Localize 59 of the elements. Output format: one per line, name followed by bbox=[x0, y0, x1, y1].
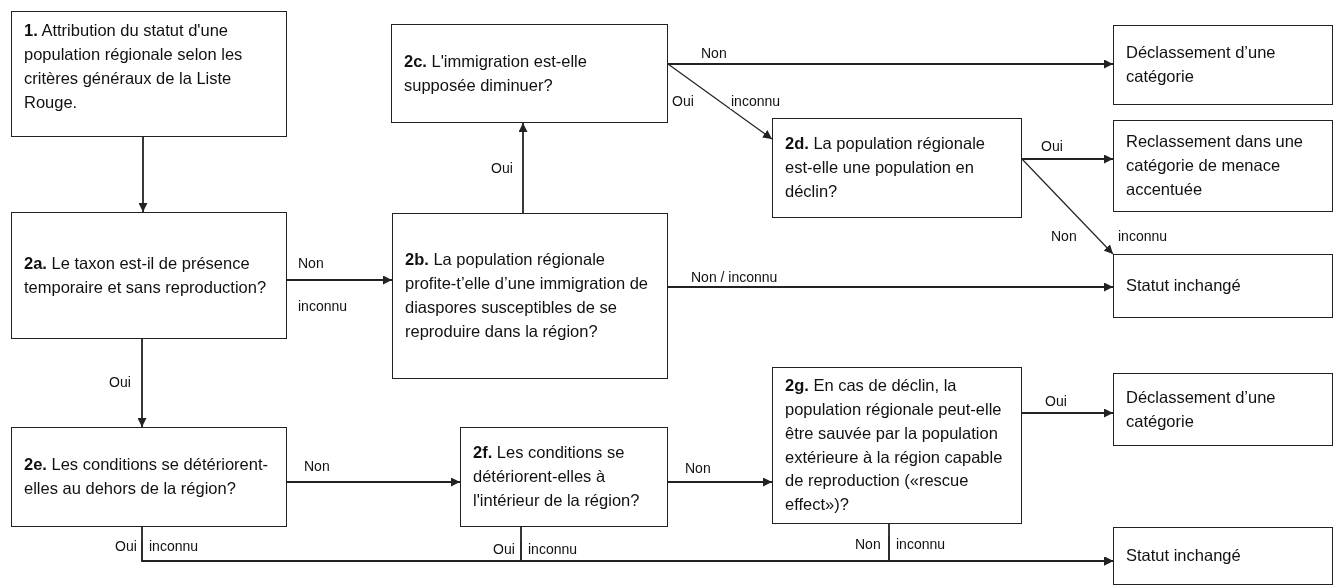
process-box bbox=[1113, 25, 1333, 105]
process-box bbox=[1113, 120, 1333, 212]
box-text: 2c. L'immigration est-elle supposée diminuer? bbox=[404, 50, 588, 96]
edge-label: Oui bbox=[671, 93, 695, 109]
edge-label: Oui bbox=[108, 374, 132, 390]
box-text: Statut inchangé bbox=[1126, 545, 1242, 567]
box-text: 2d. La population régionale est-elle une population en déclin? bbox=[785, 133, 986, 202]
process-box bbox=[11, 11, 287, 137]
process-box bbox=[460, 427, 668, 527]
box-text: Déclassement d’une catégorie bbox=[1126, 386, 1277, 432]
arrow bbox=[888, 523, 1114, 566]
process-box bbox=[1113, 373, 1333, 446]
edge-label: Oui bbox=[1040, 138, 1064, 154]
edge-label: Non bbox=[303, 458, 331, 474]
edge-label: Non / inconnu bbox=[690, 269, 779, 285]
arrow bbox=[1021, 158, 1114, 255]
branch-label: inconnu bbox=[148, 538, 200, 554]
arrow bbox=[667, 63, 773, 140]
edge-label: Non bbox=[854, 536, 882, 552]
box-text: 2e. Les conditions se détériorent-elles au dehors de la région? bbox=[24, 454, 269, 499]
branch-label: inconnu bbox=[297, 298, 349, 314]
edge-label: Oui bbox=[490, 160, 514, 176]
arrow bbox=[667, 59, 1114, 69]
process-box bbox=[772, 367, 1022, 524]
process-box bbox=[772, 118, 1022, 218]
process-box bbox=[392, 213, 668, 379]
edge-label: Oui bbox=[114, 538, 138, 554]
box-text: Déclassement d’une catégorie bbox=[1126, 42, 1277, 87]
edge-label: Oui bbox=[492, 541, 516, 557]
edge-label: Non bbox=[684, 460, 712, 476]
arrow bbox=[286, 477, 461, 487]
process-box bbox=[1113, 527, 1333, 585]
arrow bbox=[1021, 408, 1114, 418]
process-box bbox=[1113, 254, 1333, 318]
arrow bbox=[518, 122, 528, 214]
arrow bbox=[138, 136, 148, 213]
process-box bbox=[11, 212, 287, 339]
arrow bbox=[667, 282, 1114, 292]
process-box bbox=[391, 24, 668, 123]
arrow bbox=[286, 275, 393, 285]
box-text: 2b. La population régionale profite-t’elle d’une immigration de diaspores susceptibles de se reproduire dans la région? bbox=[405, 249, 650, 342]
edge-label: Non bbox=[700, 45, 728, 61]
branch-label: inconnu bbox=[895, 536, 947, 552]
box-text: Reclassement dans une catégorie de menace accentuée bbox=[1126, 131, 1305, 200]
branch-label: inconnu bbox=[730, 93, 782, 109]
box-text: 2f. Les conditions se détériorent-elles à l'intérieur de la région? bbox=[473, 442, 641, 511]
arrow bbox=[1021, 154, 1114, 164]
process-box bbox=[11, 427, 287, 527]
box-text: Statut inchangé bbox=[1126, 275, 1242, 297]
arrow bbox=[667, 477, 773, 487]
edge-label: Oui bbox=[1044, 393, 1068, 409]
branch-label: inconnu bbox=[527, 541, 579, 557]
edge-label: Non bbox=[297, 255, 325, 271]
box-text: 2a. Le taxon est-il de présence temporaire et sans reproduction? bbox=[24, 252, 268, 298]
branch-label: inconnu bbox=[1117, 228, 1169, 244]
arrow bbox=[137, 338, 147, 428]
edge-label: Non bbox=[1050, 228, 1078, 244]
box-text: 2g. En cas de déclin, la population régionale peut-elle être sauvée par la population extérieure à la région capable de reproduction («rescue effect»)? bbox=[785, 374, 1004, 516]
box-text: 1. Attribution du statut d'une population régionale selon les critères généraux de la Liste Rouge. bbox=[24, 20, 244, 113]
